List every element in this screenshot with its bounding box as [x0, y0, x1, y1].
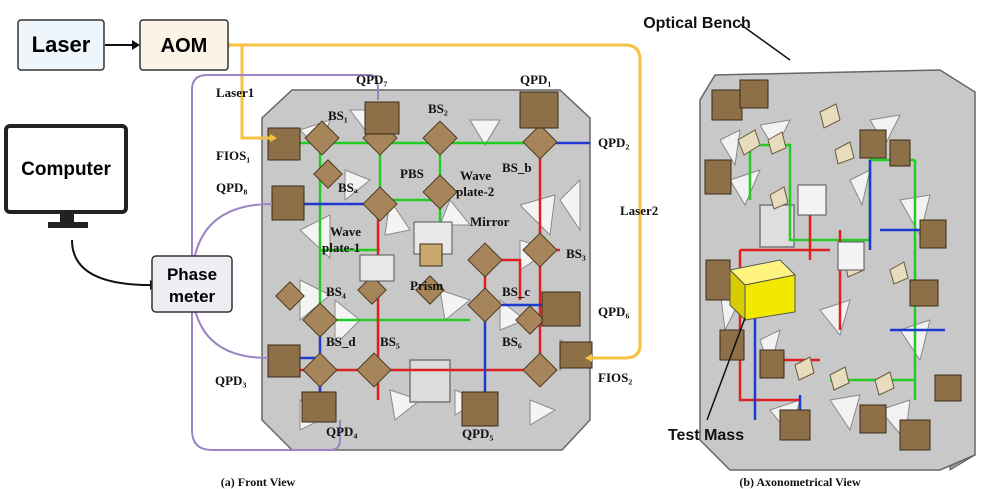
- bs2-label: BS₂: [428, 101, 448, 116]
- fios2-label: FIOS₂: [598, 370, 632, 385]
- axo-white-block-1: [797, 184, 827, 216]
- bsa-label: BSₐ: [338, 180, 358, 195]
- prism-label: Prism: [410, 278, 443, 293]
- bench-center-feature: [409, 359, 451, 403]
- wave-plate-2-label-2: plate-2: [456, 184, 494, 199]
- laser-to-aom-arrow-head: [132, 40, 140, 50]
- front-bench-plate: [261, 89, 591, 451]
- axonometric-view-panel: Optical Bench Test Mass (b) Axonometrica…: [643, 15, 976, 489]
- qpd8-label: QPD₈: [216, 180, 247, 195]
- test-mass-pointer: [706, 317, 746, 421]
- phase-meter-box: [151, 255, 233, 313]
- bs3-label: BS₃: [566, 246, 586, 261]
- axo-white-block-2: [837, 241, 865, 271]
- bs1-label: BS₁: [328, 108, 348, 123]
- bs5-label: BS₅: [380, 334, 400, 349]
- fiber-arrow-fios1: [270, 134, 277, 142]
- optical-bench-label: Optical Bench: [643, 15, 751, 32]
- test-mass-cube: [728, 259, 797, 322]
- front-view-panel: Laser AOM Computer Phase meter Laser1 La…: [4, 19, 658, 489]
- qpd4-label: QPD₄: [326, 424, 357, 439]
- phase-meter-label-1: Phase: [167, 265, 217, 284]
- optical-bench-pointer: [739, 23, 791, 61]
- axonometric-view-caption: (b) Axonometrical View: [739, 475, 861, 489]
- computer-cable: [71, 239, 151, 286]
- computer-base: [48, 222, 88, 228]
- qpd6-label: QPD₆: [598, 304, 629, 319]
- pbs-label: PBS: [400, 166, 424, 181]
- qpd-mounts: [267, 91, 593, 427]
- aom-box: [139, 19, 229, 71]
- phase-meter-label-2: meter: [169, 287, 216, 306]
- laser-box-label: Laser: [32, 32, 91, 57]
- wave-plate-1-label-2: plate-1: [322, 240, 360, 255]
- laser-box: [17, 19, 105, 71]
- purple-cables: [191, 74, 379, 451]
- bsd-label: BS_d: [326, 334, 356, 349]
- bsc-label: BS_c: [502, 284, 530, 299]
- wave-plate-2-label-1: Wave: [460, 168, 491, 183]
- qpd7-label: QPD₇: [356, 72, 387, 87]
- test-mass-label: Test Mass: [668, 427, 744, 444]
- qpd2-label: QPD₂: [598, 135, 629, 150]
- qpd1-label: QPD₁: [520, 72, 551, 87]
- laser2-label: Laser2: [620, 203, 658, 218]
- computer-stand: [60, 212, 74, 224]
- wave-plate-1-label-1: Wave: [330, 224, 361, 239]
- axo-mounts: [704, 79, 962, 451]
- fiber-lines: [228, 43, 642, 360]
- aom-box-label: AOM: [161, 35, 208, 57]
- bsb-label: BS_b: [502, 160, 532, 175]
- computer-label: Computer: [21, 159, 111, 180]
- fiber-arrow-fios2: [585, 354, 592, 362]
- bs6-label: BS₆: [502, 334, 522, 349]
- laser1-label: Laser1: [216, 85, 254, 100]
- beam-splitter-mounts: [275, 120, 558, 388]
- qpd3-label: QPD₃: [215, 373, 246, 388]
- fios1-label: FIOS₁: [216, 148, 250, 163]
- qpd5-label: QPD₅: [462, 426, 493, 441]
- mirror-label: Mirror: [470, 214, 510, 229]
- bs4-label: BS₄: [326, 284, 346, 299]
- front-view-caption: (a) Front View: [221, 475, 296, 489]
